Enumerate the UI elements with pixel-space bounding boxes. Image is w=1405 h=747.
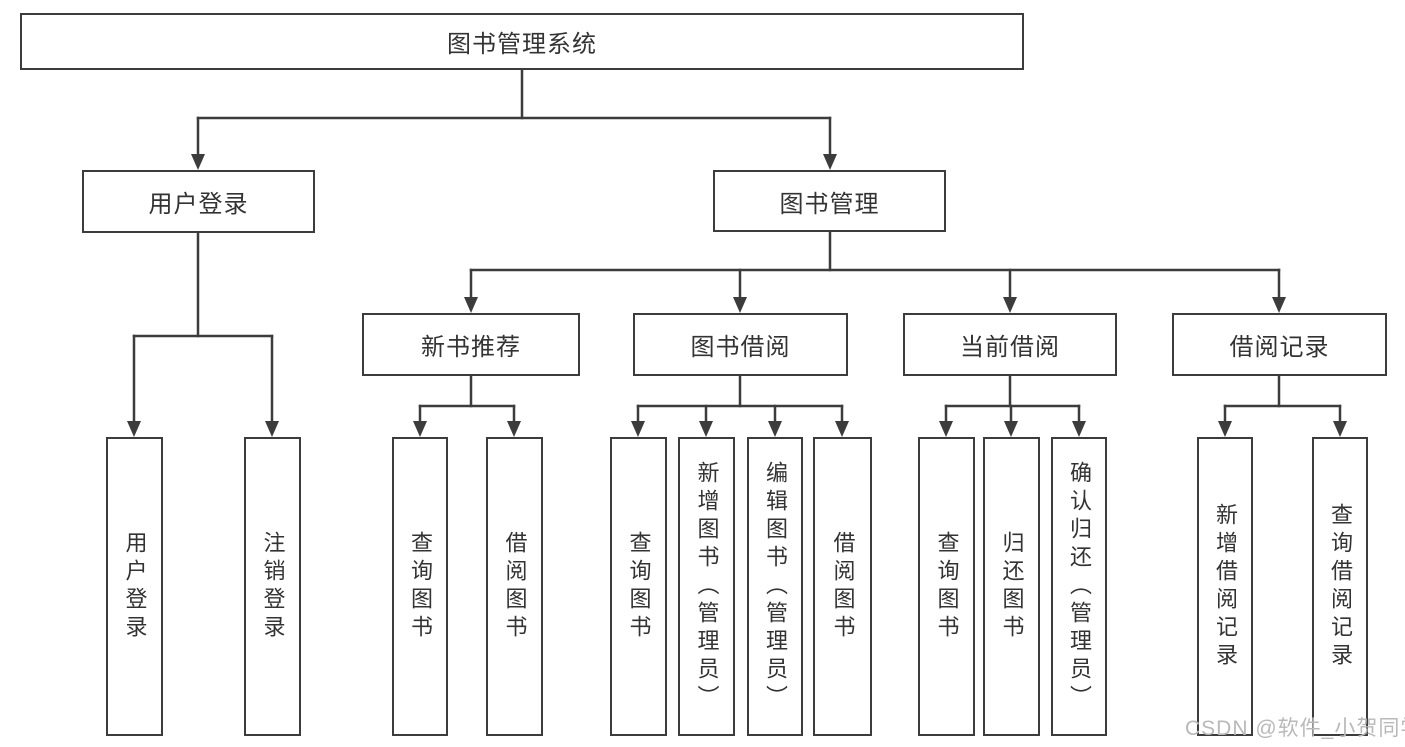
- node-leaf-nbr-borrow-books: 借阅图书: [486, 437, 543, 736]
- node-leaf-br-search-record: 查询借阅记录: [1312, 437, 1368, 736]
- node-leaf-bb-borrow-books: 借阅图书: [813, 437, 872, 736]
- node-leaf-bb-add-books: 新增图书（管理员）: [678, 437, 735, 736]
- node-leaf-bb-search-books: 查询图书: [610, 437, 667, 736]
- node-leaf-user-login: 用户登录: [106, 437, 163, 736]
- node-book-borrowing: 图书借阅: [633, 313, 848, 376]
- node-leaf-logout: 注销登录: [244, 437, 301, 736]
- node-book-management: 图书管理: [713, 170, 946, 232]
- node-current-borrowing: 当前借阅: [903, 313, 1117, 376]
- csdn-watermark: CSDN @软件_小贺同学: [1185, 717, 1405, 740]
- node-leaf-cb-return-books: 归还图书: [983, 437, 1040, 736]
- node-leaf-cb-confirm-return: 确认归还（管理员）: [1051, 437, 1107, 736]
- node-system-title: 图书管理系统: [20, 13, 1024, 70]
- node-user-login: 用户登录: [82, 170, 315, 233]
- node-new-book-recommend: 新书推荐: [362, 313, 580, 376]
- node-leaf-bb-edit-books: 编辑图书（管理员）: [747, 437, 803, 736]
- node-leaf-nbr-search-books: 查询图书: [392, 437, 448, 736]
- node-leaf-cb-search-books: 查询图书: [918, 437, 975, 736]
- node-leaf-br-add-record: 新增借阅记录: [1197, 437, 1253, 736]
- node-borrow-records: 借阅记录: [1172, 313, 1387, 376]
